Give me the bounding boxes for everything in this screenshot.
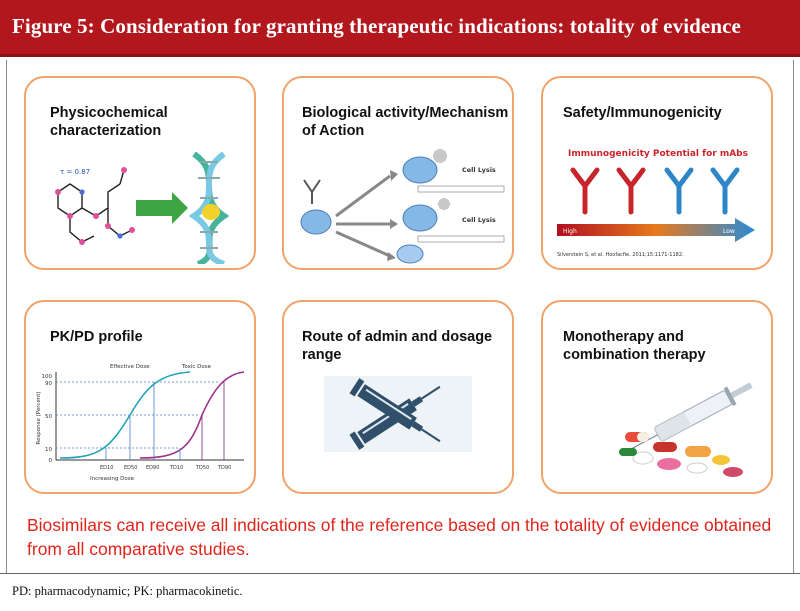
syringe-icon (349, 378, 441, 443)
antibody-binding-icon (303, 179, 321, 204)
complement-cell-icon (402, 204, 438, 232)
pathway-arrows-icon (335, 174, 391, 258)
mechanism-of-action-illustration: Cell Lysis Cell Lysis (300, 149, 505, 264)
figure-title: Figure 5: Consideration for granting the… (12, 14, 741, 38)
y-tick-label: 50 (45, 414, 52, 420)
binding-annotation: τ = 0.87 (60, 168, 90, 176)
card-title: Safety/Immunogenicity (563, 105, 722, 121)
molecule-dna-illustration: τ = 0.87 (55, 152, 230, 264)
molecule-nitrogen-icons (79, 189, 123, 239)
arrow-high-label: High (563, 228, 577, 235)
y-tick-label: 100 (42, 374, 53, 380)
curve-label-effective: Effective Dose (110, 364, 150, 370)
x-tick-label: TD50 (195, 465, 209, 471)
figure-header: Figure 5: Consideration for granting the… (0, 0, 800, 57)
card-biological-activity: Biological activity/Mechanism of Action (282, 76, 514, 270)
antibody-icon (616, 167, 646, 215)
target-cell-icon (300, 209, 332, 235)
card-pk-pd-profile: PK/PD profile 100 90 50 10 0 Response (P… (24, 300, 256, 494)
pill-icons (619, 432, 743, 477)
immunogenicity-gradient-arrow-icon (557, 218, 755, 242)
antibody-icon (664, 167, 694, 215)
card-title: Physicochemical characterization (50, 105, 168, 139)
x-tick-label: ED50 (124, 465, 137, 471)
crossed-syringes-illustration (324, 376, 472, 452)
y-tick-label: 10 (45, 447, 52, 453)
y-tick-label: 90 (45, 381, 52, 387)
molecule-structure-icon (57, 169, 133, 243)
y-axis-label: Response (Percent) (36, 391, 42, 444)
x-tick-label: ED10 (100, 465, 113, 471)
card-safety-immunogenicity: Safety/Immunogenicity Immunogenicity Pot… (541, 76, 773, 270)
card-title: Biological activity/Mechanism of Action (302, 105, 509, 139)
footnote: PD: pharmacodynamic; PK: pharmacokinetic… (12, 584, 243, 598)
card-title: Route of admin and dosage range (302, 329, 493, 363)
dose-response-illustration: 100 90 50 10 0 Response (Percent) Increa… (36, 364, 245, 482)
x-tick-label: TD90 (217, 465, 231, 471)
figure-panel: Physicochemical characterization τ = 0.8… (6, 60, 794, 573)
card-title: PK/PD profile (50, 329, 143, 345)
card-route-of-admin: Route of admin and dosage range (282, 300, 514, 494)
citation: Silverstein S, et al. Hoofacfie. 2011;15… (557, 252, 684, 258)
immunogenicity-illustration: Immunogenicity Potential for mAbs (557, 149, 755, 258)
molecule-atom-icons (55, 167, 135, 245)
pills-syringe-illustration (619, 382, 753, 477)
y-tick-label: 0 (49, 458, 53, 464)
card-monotherapy-combination: Monotherapy and combination therapy (541, 300, 773, 494)
card-title: Monotherapy and combination therapy (563, 329, 706, 363)
cell-lysis-label: Cell Lysis (462, 166, 496, 174)
antibody-icon (710, 167, 740, 215)
arrow-low-label: Low (723, 228, 735, 235)
binding-arrow-icon (136, 200, 172, 216)
antibody-icon (570, 167, 600, 215)
immunogenicity-heading: Immunogenicity Potential for mAbs (568, 149, 748, 159)
dna-helix-icon (188, 152, 230, 264)
cell-lysis-label: Cell Lysis (462, 216, 496, 224)
x-tick-label: TD10 (169, 465, 183, 471)
card-physicochemical: Physicochemical characterization τ = 0.8… (24, 76, 256, 270)
curve-label-toxic: Toxic Dose (181, 364, 212, 370)
conclusion-statement: Biosimilars can receive all indications … (27, 515, 772, 559)
apoptosis-cell-icon (396, 244, 424, 264)
reference-lines (56, 381, 220, 449)
x-axis-label: Increasing Dose (90, 476, 135, 482)
footnote-divider (0, 573, 800, 574)
x-tick-label: ED90 (146, 465, 159, 471)
effector-cell-icon (402, 156, 438, 184)
dose-drop-lines (105, 382, 181, 460)
